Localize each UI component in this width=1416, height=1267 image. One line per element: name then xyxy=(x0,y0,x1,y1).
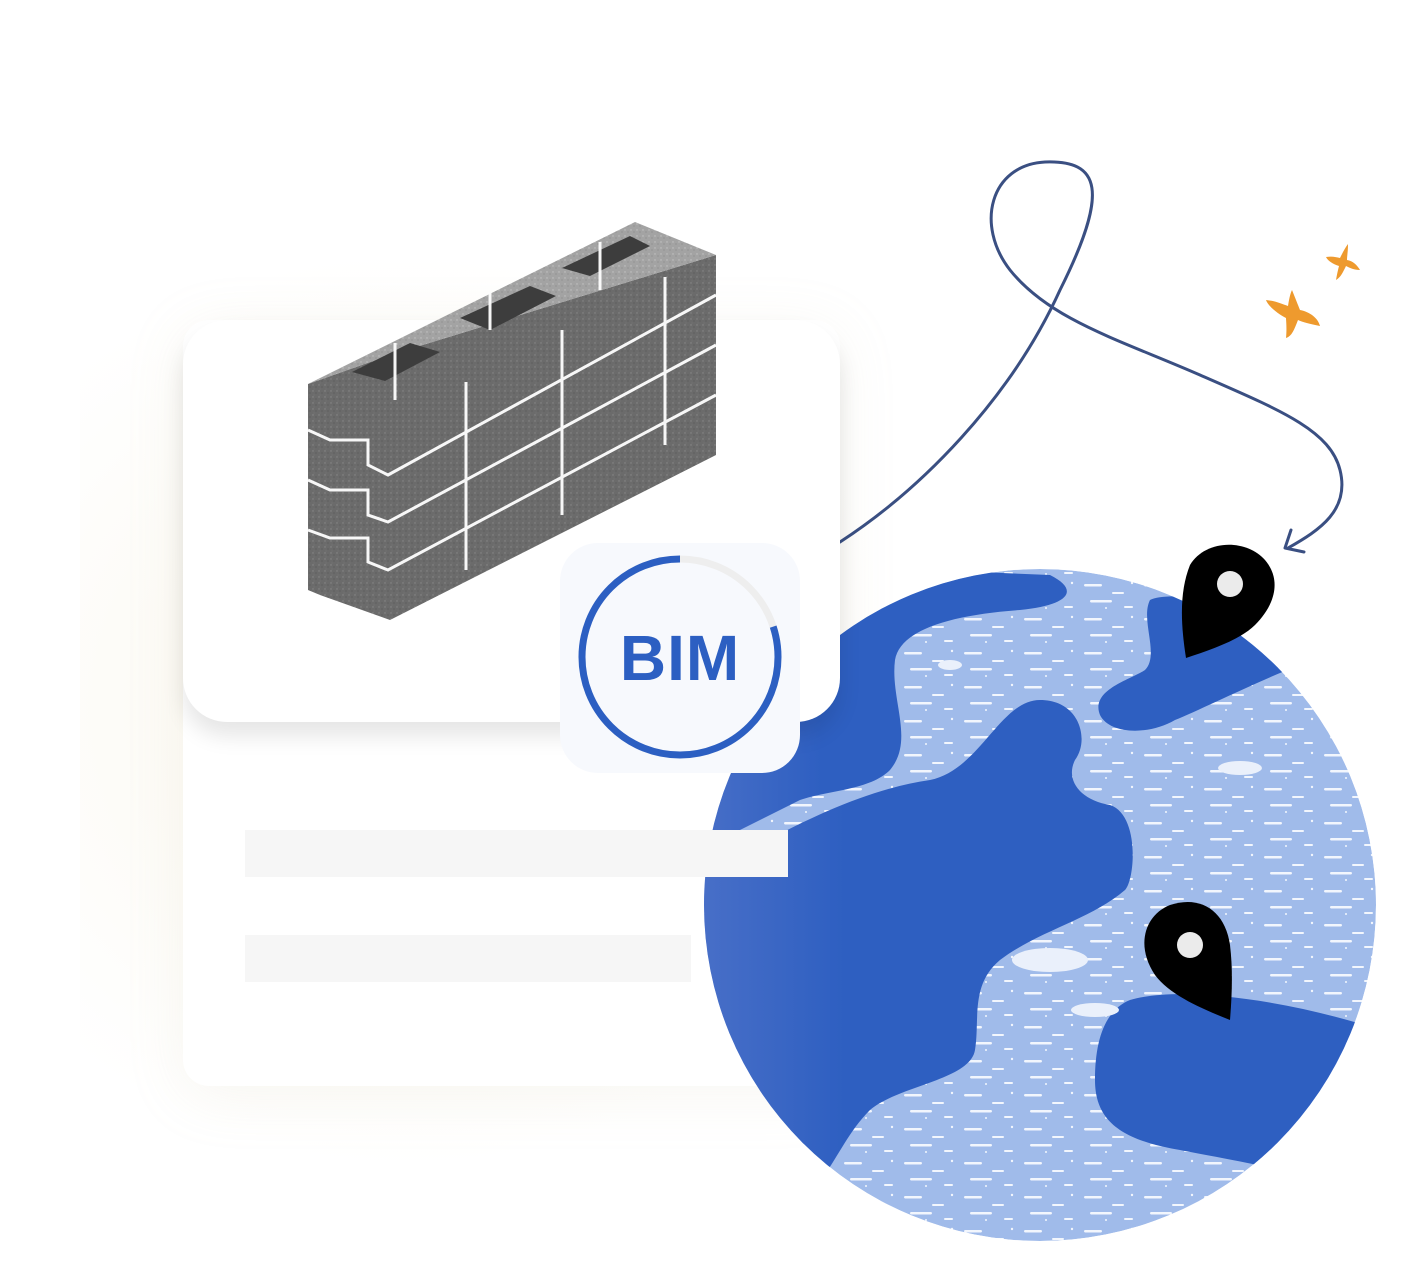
bim-label: BIM xyxy=(619,622,741,694)
location-pin-icon xyxy=(1181,544,1275,658)
sparkle-icon xyxy=(1266,290,1320,338)
sparkle-icon xyxy=(1326,244,1360,280)
bim-badge xyxy=(560,543,800,773)
flight-path xyxy=(838,160,1344,550)
placeholder-line xyxy=(245,935,691,982)
arrow-head-icon xyxy=(1283,528,1306,554)
location-pin-icon xyxy=(1144,901,1232,1020)
placeholder-line xyxy=(245,830,788,877)
